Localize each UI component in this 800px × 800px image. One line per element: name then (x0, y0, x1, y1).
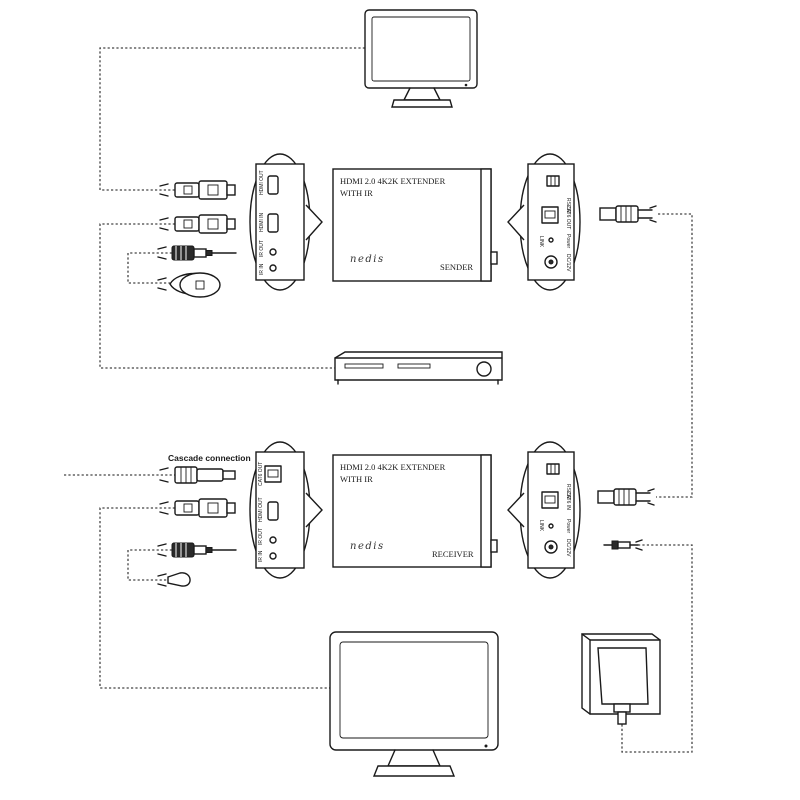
receiver-right-port-callout: RS232 CAT6 IN LINK Power DC/12V (507, 441, 581, 579)
sender-port-hdmi-out: HDMI OUT (259, 170, 265, 195)
sender-left-port-callout: HDMI OUT HDMI IN IR OUT IR IN (249, 153, 323, 291)
monitor-icon (329, 631, 499, 777)
cable-media-player (99, 223, 335, 369)
receiver-port-cat6-out: CAT6 OUT (258, 462, 264, 486)
cable-bottom-monitor (99, 507, 330, 689)
audio-jack-icon (157, 542, 237, 558)
cable-cat6-link (656, 213, 693, 498)
receiver-subtitle: WITH IR (340, 474, 373, 484)
dc-plug-icon (603, 539, 643, 551)
sender-port-link: LINK (538, 236, 544, 248)
receiver-left-port-callout: CAT6 OUT HDMI OUT IR OUT IR IN (249, 441, 323, 579)
power-adapter-icon (581, 633, 661, 725)
sender-port-ir-in: IR IN (259, 263, 265, 275)
sender-subtitle: WITH IR (340, 188, 373, 198)
receiver-port-rs232: RS232 (565, 484, 571, 500)
hdmi-plug-icon (159, 498, 236, 518)
monitor-icon (364, 9, 478, 108)
sender-port-hdmi-in: HDMI IN (259, 212, 265, 232)
receiver-title: HDMI 2.0 4K2K EXTENDER (340, 462, 446, 472)
sender-right-port-callout: RS232 CAT6 OUT LINK Power DC/12V (507, 153, 581, 291)
ir-emitter-icon (157, 572, 191, 587)
media-player-icon (334, 351, 503, 385)
sender-port-cat6-out: CAT6 OUT (565, 205, 571, 229)
rj45-plug-icon (599, 205, 657, 223)
cable-power (621, 544, 693, 753)
sender-logo: nedis (350, 254, 385, 265)
receiver-logo: nedis (350, 541, 385, 552)
sender-title: HDMI 2.0 4K2K EXTENDER (340, 176, 446, 186)
sender-port-dc12v: DC/12V (565, 254, 571, 272)
ir-sensor-icon (157, 272, 221, 298)
cable-top-monitor (99, 47, 365, 191)
cable-lines (64, 47, 693, 753)
sender-unit: HDMI 2.0 4K2K EXTENDER WITH IR nedis SEN… (332, 168, 498, 282)
rj45-plug-icon (597, 488, 655, 506)
cascade-connection-label: Cascade connection (168, 453, 251, 463)
receiver-port-cat6-in: CAT6 IN (565, 491, 571, 510)
receiver-port-link: LINK (538, 520, 544, 532)
rj45-plug-icon (159, 466, 236, 484)
sender-role-label: SENDER (440, 262, 473, 272)
sender-port-rs232: RS232 (565, 198, 571, 214)
receiver-port-hdmi-out: HDMI OUT (258, 497, 264, 522)
receiver-port-dc12v: DC/12V (565, 539, 571, 557)
sender-port-ir-out: IR OUT (259, 240, 265, 257)
audio-jack-icon (157, 245, 237, 261)
hdmi-plug-icon (159, 180, 236, 200)
cable-ir-sensor-sender (127, 252, 172, 284)
receiver-unit: HDMI 2.0 4K2K EXTENDER WITH IR nedis REC… (332, 454, 498, 568)
sender-port-power: Power (565, 234, 571, 249)
receiver-port-ir-in: IR IN (258, 550, 264, 562)
cable-ir-emitter-receiver (127, 549, 172, 581)
receiver-role-label: RECEIVER (432, 549, 474, 559)
hdmi-plug-icon (159, 214, 236, 234)
receiver-port-ir-out: IR OUT (258, 528, 264, 545)
receiver-port-power: Power (565, 519, 571, 534)
